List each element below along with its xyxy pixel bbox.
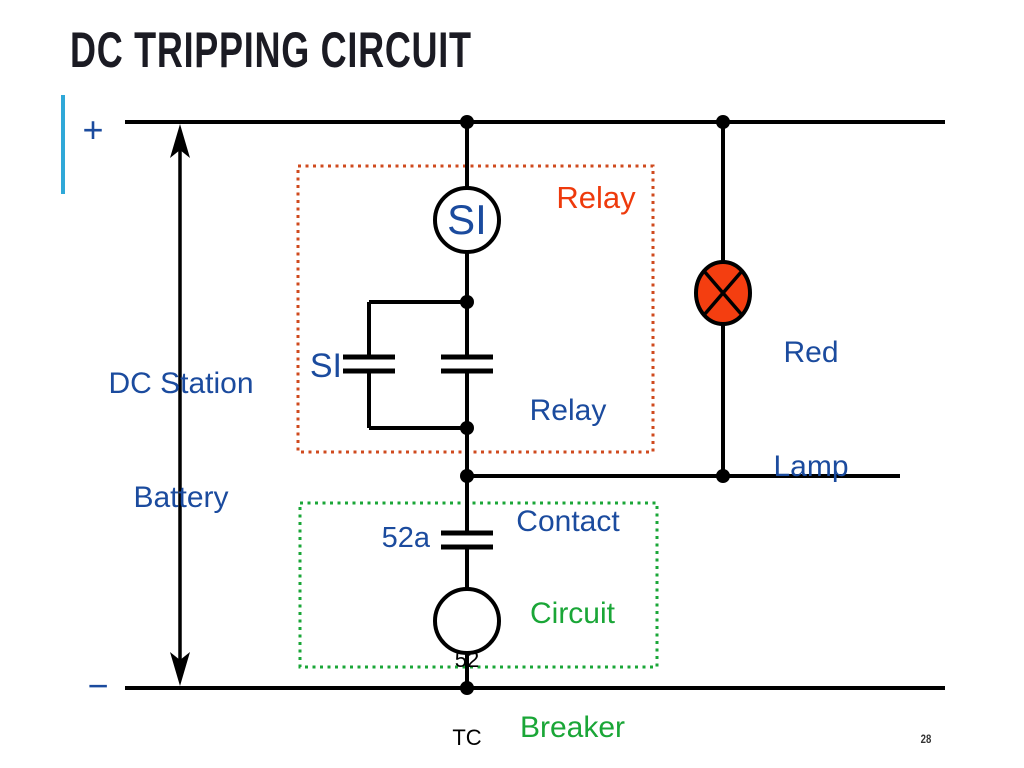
page-number: 28 (920, 732, 932, 746)
lamp-cross-icon (702, 269, 744, 317)
relay-box-label: Relay (556, 180, 636, 215)
trip-coil-label: 52 TC (439, 595, 495, 768)
relay-contact-label-line2: Contact (516, 505, 620, 538)
breaker-box-label-line1: Circuit (529, 597, 615, 630)
junction-dot (460, 421, 474, 435)
junction-dot (716, 469, 730, 483)
breaker-box-label-line2: Breaker (519, 711, 626, 744)
battery-arrow-up-head (170, 124, 190, 158)
breaker-aux-contact-label: 52a (381, 522, 430, 554)
junction-dot (460, 469, 474, 483)
red-lamp-label-line2: Lamp (773, 450, 849, 483)
battery-label: DC Station Battery (97, 289, 265, 593)
breaker-box-label: Circuit Breaker (506, 519, 639, 768)
red-lamp-label: Red Lamp (760, 258, 862, 562)
battery-label-line1: DC Station (108, 367, 254, 400)
junction-dot (716, 115, 730, 129)
page-title: DC TRIPPING CIRCUIT (70, 22, 472, 78)
breaker-boundary-box (298, 501, 659, 669)
red-lamp-label-line1: Red (783, 336, 839, 369)
battery-arrow-down-head (170, 652, 190, 686)
trip-coil-label-line1: 52 (454, 647, 480, 672)
trip-coil-label-line2: TC (452, 725, 482, 750)
battery-label-line2: Battery (133, 481, 229, 514)
relay-contact-label: Relay Contact (505, 318, 631, 614)
relay-coil-label: SI (447, 196, 487, 243)
positive-terminal-label: + (82, 109, 104, 150)
junction-dot (460, 115, 474, 129)
relay-boundary-box (296, 164, 655, 454)
negative-terminal-label: − (87, 665, 109, 706)
accent-bar (61, 95, 65, 194)
relay-contact-label-line1: Relay (529, 394, 607, 427)
seal-in-contact-label: SI (309, 347, 342, 385)
junction-dot (460, 295, 474, 309)
junction-dot (460, 681, 474, 695)
